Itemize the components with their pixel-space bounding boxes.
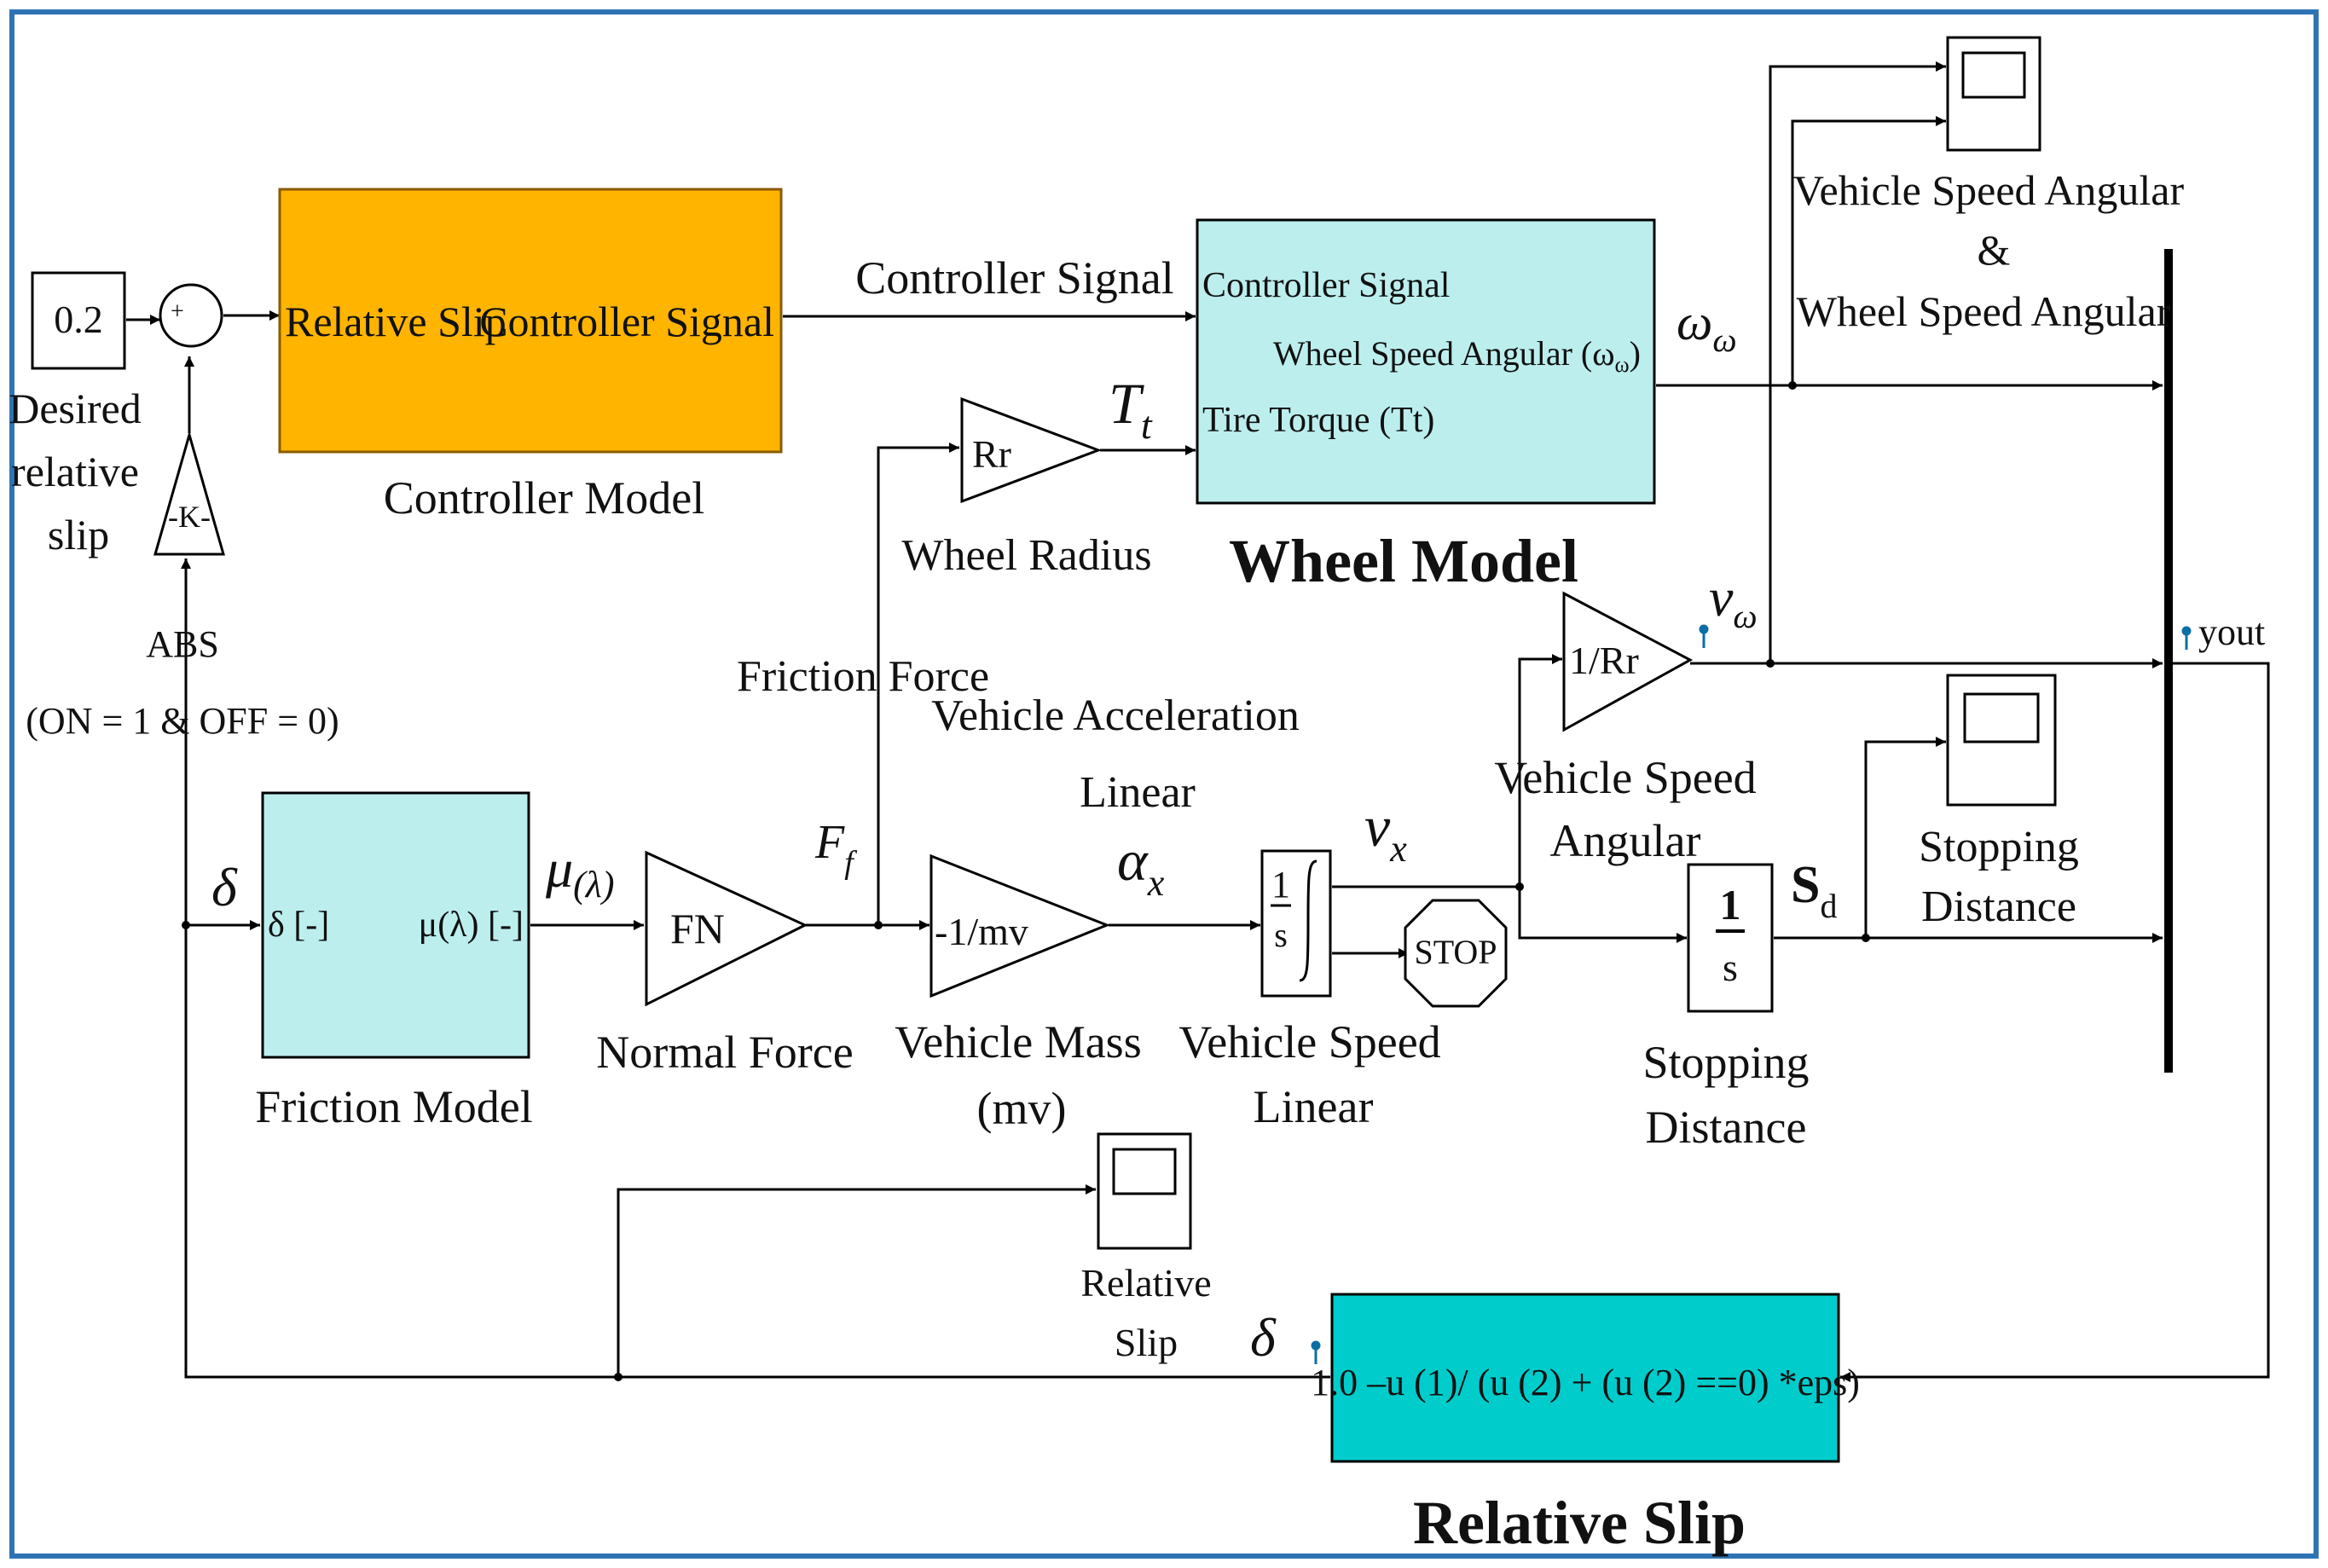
wire-ff-rr: [877, 443, 959, 925]
junction-dots: [182, 381, 1870, 1381]
scope-speed-angular-screen: [1961, 51, 2026, 99]
omega-omega-label: ωω: [1677, 294, 1737, 359]
desired-slip-label-2: relative: [11, 448, 139, 495]
scope1-caption-1: Vehicle Speed Angular: [1793, 166, 2185, 214]
desired-slip-label-3: slip: [48, 511, 109, 558]
scope1-caption-3: Wheel Speed Angular: [1797, 287, 2171, 335]
wire-vx-integ2: [1518, 887, 1687, 943]
wire-fcn-feedback: [184, 925, 1330, 1379]
wire-vomega-scope1: [1769, 61, 1946, 663]
normal-force-gain[interactable]: [645, 850, 808, 1007]
abs-onoff-label: (ON = 1 & OFF = 0): [26, 700, 339, 742]
vehicle-mass-gain[interactable]: [929, 853, 1111, 998]
signal-wires: [126, 61, 2270, 1382]
wire-omega-scope1: [1791, 116, 1946, 385]
integrator-distance-block[interactable]: [1687, 863, 1774, 1013]
sum-plus-sign: +: [171, 298, 184, 325]
scope-stopping-distance-screen: [1963, 692, 2040, 743]
stopping-distance-caption-1: Stopping: [1642, 1037, 1809, 1088]
normal-force-caption: Normal Force: [596, 1027, 853, 1078]
stop-block-label: STOP: [1414, 933, 1497, 971]
wheel-radius-gain-label: Rr: [972, 432, 1011, 476]
vehicle-mass-gain-label: -1/mv: [935, 910, 1028, 953]
scope1-caption-2: &: [1978, 226, 2011, 274]
integrator-distance-den: s: [1723, 946, 1738, 989]
wheel-radius-caption: Wheel Radius: [901, 531, 1151, 580]
alpha-x-label: αx: [1117, 828, 1165, 904]
delta-input-label: δ: [211, 857, 238, 917]
abs-label: ABS: [146, 623, 219, 665]
wheel-input-tire-torque: Tire Torque (Tt): [1202, 401, 1434, 440]
friction-model-caption: Friction Model: [255, 1081, 532, 1132]
friction-force-label: Friction Force: [737, 652, 989, 701]
delta-feedback-label: δ: [1250, 1307, 1277, 1368]
abs-gain-block[interactable]: [153, 430, 225, 556]
friction-output-port: μ(λ) [-]: [419, 906, 524, 945]
vehicle-mass-caption-2: (mv): [977, 1083, 1067, 1134]
wire-vx-invrr: [1518, 654, 1562, 887]
vehicle-acceleration-label-1: Vehicle Acceleration: [931, 691, 1300, 740]
integrator-distance-num: 1: [1720, 881, 1741, 929]
mu-lambda-label: μ(λ): [545, 838, 615, 906]
friction-force-symbol: Ff: [814, 816, 857, 881]
scope3-caption-2: Slip: [1115, 1321, 1178, 1364]
integral-sign-icon: [1299, 859, 1317, 982]
wire-sd-scope2: [1864, 737, 1946, 938]
inv-rr-gain[interactable]: [1562, 591, 1694, 732]
stop-block[interactable]: [1404, 899, 1508, 1008]
outer-border: [9, 9, 2319, 1559]
integrator-speed-num: 1: [1271, 864, 1290, 906]
desired-constant-block[interactable]: [31, 271, 126, 370]
sum-minus-sign: –: [185, 329, 200, 357]
relative-slip-fcn-expr: 1.0 –u (1)/ (u (2) + (u (2) ==0) *eps): [1311, 1362, 1860, 1403]
relative-slip-fcn-block[interactable]: [1330, 1293, 1840, 1463]
integrator-speed-block[interactable]: [1260, 849, 1332, 998]
vehicle-acceleration-label-2: Linear: [1080, 768, 1196, 817]
controller-caption: Controller Model: [384, 472, 704, 524]
desired-constant-value: 0.2: [54, 298, 103, 341]
vx-label: vx: [1364, 794, 1407, 870]
tire-torque-label: Tt: [1109, 371, 1153, 447]
wheel-model-block[interactable]: [1196, 218, 1656, 505]
normal-force-gain-label: FN: [670, 905, 725, 952]
controller-model-block[interactable]: [278, 188, 783, 454]
scope2-caption-2: Distance: [1921, 882, 2076, 931]
integrator-speed-den: s: [1274, 916, 1288, 954]
friction-input-port: δ [-]: [268, 906, 329, 945]
scope3-caption-1: Relative: [1080, 1261, 1211, 1305]
wire-mux-fcn: [1840, 662, 2270, 1382]
inv-rr-gain-label: 1/Rr: [1569, 639, 1639, 682]
controller-signal-wire-label: Controller Signal: [855, 252, 1173, 304]
controller-input-port: Relative Slip: [285, 298, 507, 345]
vehicle-speed-linear-caption-1: Vehicle Speed: [1178, 1016, 1440, 1068]
desired-slip-label-1: Desired: [9, 385, 142, 432]
vehicle-speed-linear-caption-2: Linear: [1254, 1081, 1374, 1132]
stopping-distance-caption-2: Distance: [1646, 1102, 1807, 1153]
vehicle-mass-caption-1: Vehicle Mass: [895, 1016, 1141, 1068]
wheel-model-caption: Wheel Model: [1229, 527, 1578, 595]
sd-label: Sd: [1791, 856, 1837, 925]
relative-slip-caption: Relative Slip: [1413, 1489, 1746, 1557]
scope-relative-slip-screen: [1112, 1148, 1177, 1195]
vehicle-speed-angular-caption-1: Vehicle Speed: [1494, 752, 1756, 803]
wheel-input-controller-signal: Controller Signal: [1202, 266, 1450, 305]
v-omega-label: vω: [1709, 567, 1758, 635]
vehicle-speed-angular-caption-2: Angular: [1550, 815, 1701, 866]
friction-model-block[interactable]: [261, 791, 530, 1059]
wheel-radius-gain[interactable]: [960, 396, 1103, 504]
controller-output-port: Controller Signal: [479, 298, 774, 345]
wheel-output-speed-angular: Wheel Speed Angular (ωω): [1273, 334, 1641, 377]
sum-block[interactable]: [159, 283, 223, 348]
yout-label: yout: [2198, 611, 2265, 653]
wire-feedback-scope3: [617, 1184, 1096, 1377]
scope2-caption-1: Stopping: [1919, 823, 2079, 871]
mux-bar[interactable]: [2164, 249, 2173, 1073]
signal-markers: [1311, 624, 2192, 1364]
abs-gain-label: -K-: [168, 500, 211, 534]
